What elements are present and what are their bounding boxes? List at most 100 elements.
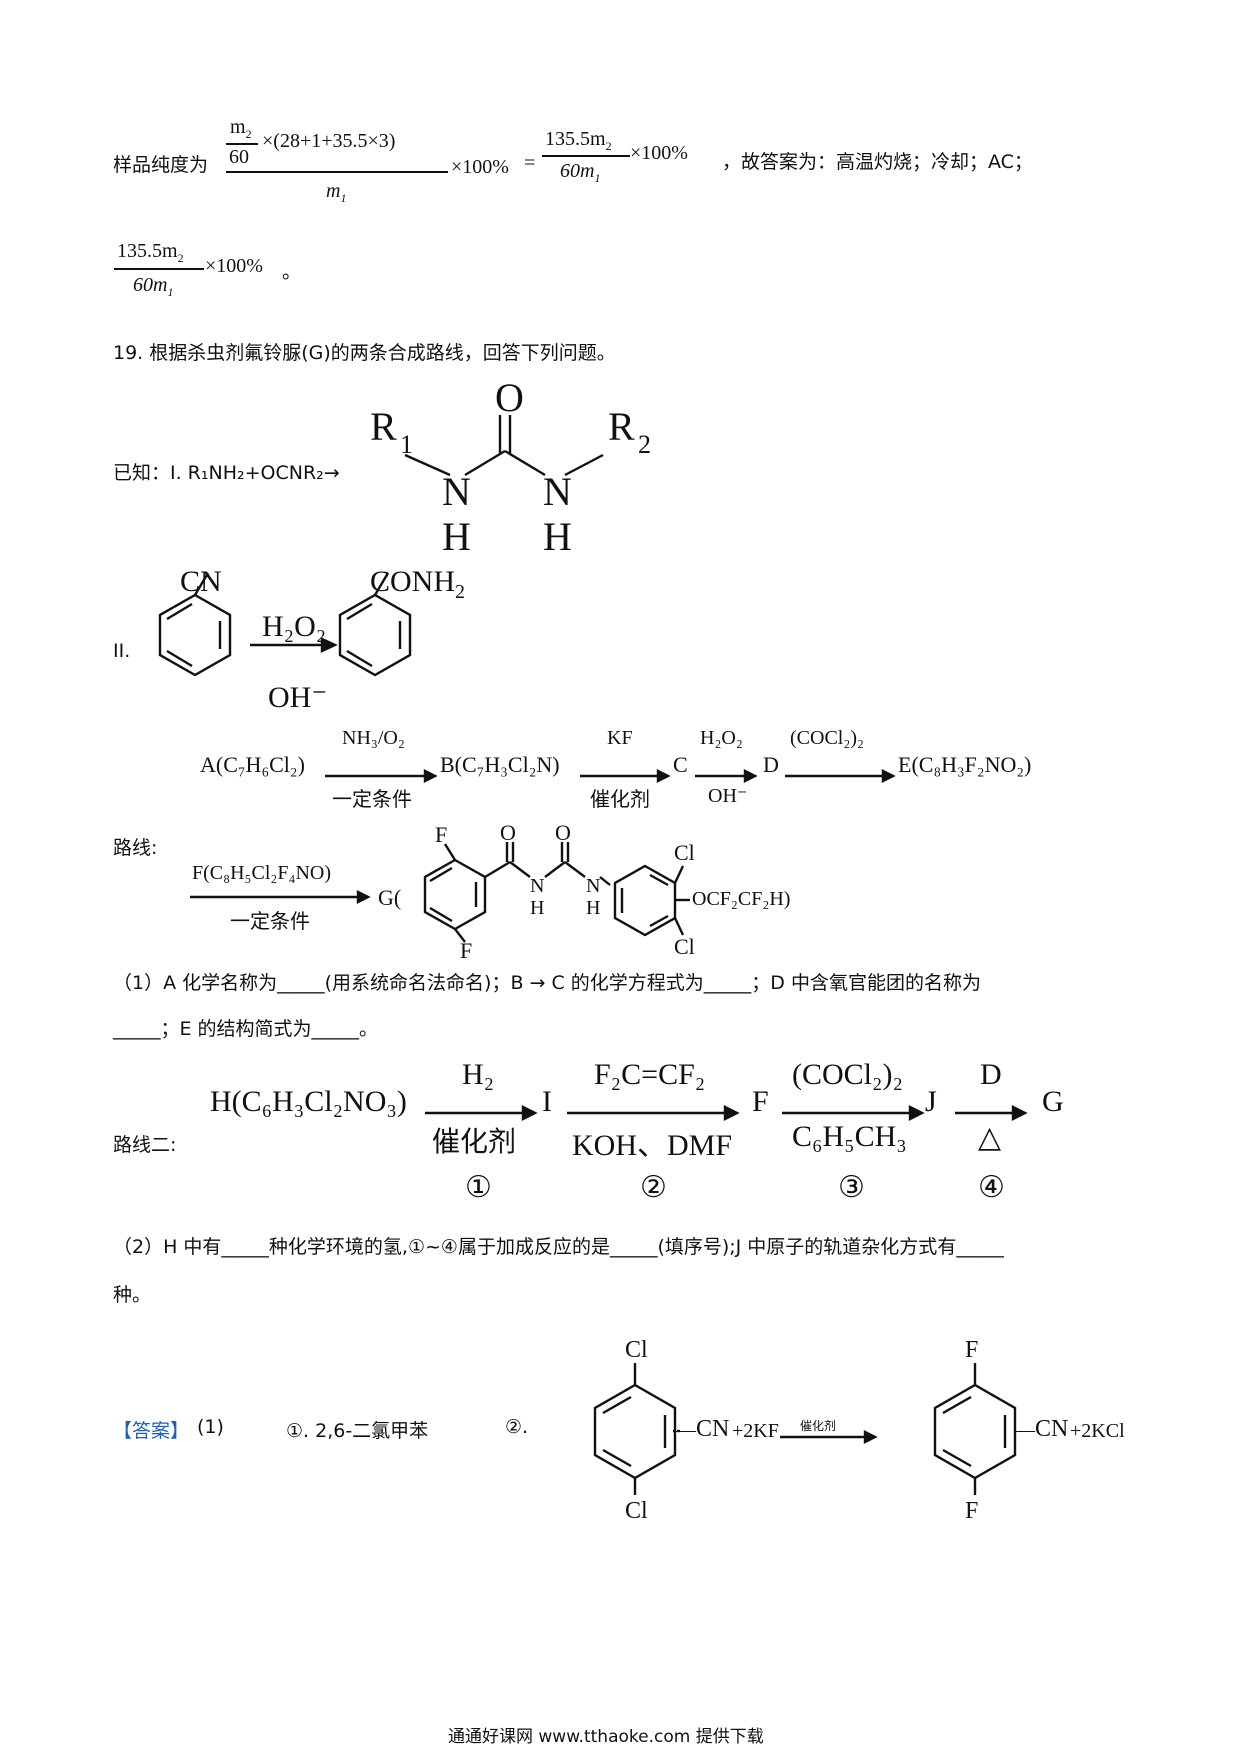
urea-r1-sub: 1 bbox=[400, 430, 413, 459]
oh-reagent: OH⁻ bbox=[268, 681, 328, 714]
urea-h2: H bbox=[543, 514, 572, 559]
step-number-2: ② bbox=[640, 1171, 667, 1204]
known-2-label: II. bbox=[113, 640, 131, 662]
inner-fraction-bar bbox=[226, 143, 258, 145]
compound-a: A(C₇H₆Cl₂) bbox=[200, 752, 305, 777]
route2-step2-bottom: KOH、DMF bbox=[572, 1129, 733, 1162]
g-side-chain: OCF₂CF₂H) bbox=[692, 888, 791, 910]
repeat-times-100: ×100% bbox=[205, 255, 263, 277]
g-oxygen-2: O bbox=[555, 820, 571, 845]
route-label: 路线: bbox=[113, 837, 158, 859]
result-denominator: 60m1 bbox=[560, 160, 601, 185]
product-cn: —CN bbox=[1015, 1416, 1069, 1442]
product-fluorine-bottom: F bbox=[965, 1498, 978, 1524]
step-number-4: ④ bbox=[978, 1171, 1005, 1204]
times-100-percent: ×100% bbox=[451, 156, 509, 178]
compound-j: J bbox=[925, 1085, 937, 1118]
urea-oxygen: O bbox=[495, 375, 524, 420]
reactant-cn: —CN bbox=[676, 1416, 730, 1442]
compound-f: F bbox=[752, 1085, 769, 1118]
repeat-fraction-bar bbox=[114, 268, 204, 270]
urea-n1: N bbox=[442, 469, 471, 514]
answer-tag: 【答案】 bbox=[113, 1420, 190, 1442]
g-nh2-h: H bbox=[586, 897, 600, 919]
answer-item-2: ②. bbox=[505, 1416, 529, 1438]
answer-part: (1) bbox=[197, 1416, 224, 1438]
footer-source: 通通好课网 www.tthaoke.com 提供下载 bbox=[448, 1727, 764, 1747]
step4-arrow bbox=[785, 769, 896, 783]
g-fluorine-top: F bbox=[435, 822, 447, 847]
step5-bottom: 一定条件 bbox=[230, 909, 310, 933]
question-1-line-2: _____；E 的结构简式为_____。 bbox=[113, 1018, 379, 1040]
purity-numerator-rest: ×(28+1+35.5×3) bbox=[262, 130, 396, 152]
step3-arrow bbox=[695, 769, 758, 783]
purity-numerator-top: m2 bbox=[230, 116, 252, 141]
hexaflumuron-structure: F F O O N H N H Cl Cl bbox=[423, 820, 695, 963]
g-chlorine-bottom: Cl bbox=[674, 934, 695, 959]
compound-h: H(C₆H₃Cl₂NO₃) bbox=[210, 1085, 407, 1118]
compound-g: G bbox=[1042, 1085, 1064, 1118]
plus-2kf: +2KF bbox=[732, 1420, 779, 1442]
compound-c: C bbox=[673, 752, 688, 777]
step1-bottom: 一定条件 bbox=[332, 787, 412, 811]
step1-top: NH₃/O₂ bbox=[342, 727, 405, 749]
route2-step1-top: H₂ bbox=[462, 1058, 495, 1091]
route2-step1-arrow bbox=[425, 1105, 538, 1121]
urea-r2-sub: 2 bbox=[638, 430, 651, 459]
result-fraction-bar bbox=[542, 155, 630, 157]
compound-d: D bbox=[763, 752, 779, 777]
question-1-line-1: （1）A 化学名称为_____(用系统命名法命名)；B → C 的化学方程式为_… bbox=[113, 972, 981, 994]
reactant-chlorine-top: Cl bbox=[625, 1337, 648, 1363]
step2-bottom: 催化剂 bbox=[590, 787, 650, 811]
known-1-label: 已知：I. R₁NH₂+OCNR₂→ bbox=[113, 462, 340, 484]
answer-item-1: ①. 2,6-二氯甲苯 bbox=[286, 1420, 429, 1442]
route2-step3-bottom: C₆H₅CH₃ bbox=[792, 1120, 907, 1153]
question-19-title: 19. 根据杀虫剂氟铃脲(G)的两条合成路线，回答下列问题。 bbox=[113, 342, 616, 364]
step2-top: KF bbox=[607, 727, 633, 749]
g-nh1-n: N bbox=[530, 875, 544, 897]
urea-r1: R bbox=[370, 404, 397, 449]
plus-2kcl: +2KCl bbox=[1070, 1420, 1125, 1442]
repeat-period: 。 bbox=[282, 261, 302, 283]
catalyst-label: 催化剂 bbox=[800, 1419, 837, 1433]
step3-top: H₂O₂ bbox=[700, 727, 743, 749]
step5-arrow bbox=[190, 890, 371, 904]
route2-step4-top: D bbox=[980, 1058, 1002, 1091]
compound-i: I bbox=[542, 1085, 552, 1118]
g-nh1-h: H bbox=[530, 897, 544, 919]
g-nh2-n: N bbox=[586, 875, 600, 897]
urea-structure: O R 1 R 2 N H N H bbox=[370, 375, 651, 559]
benzonitrile-to-benzamide bbox=[158, 572, 412, 677]
route2-step2-arrow bbox=[567, 1105, 740, 1121]
fluorination-equation: Cl Cl F F bbox=[593, 1337, 1017, 1524]
result-numerator: 135.5m2 bbox=[545, 128, 612, 153]
product-fluorine-top: F bbox=[965, 1337, 978, 1363]
route2-step4-arrow bbox=[955, 1105, 1028, 1121]
step3-bottom: OH⁻ bbox=[708, 785, 748, 807]
step5-top: F(C₈H₅Cl₂F₄NO) bbox=[192, 862, 332, 884]
purity-label: 样品纯度为 bbox=[113, 154, 209, 176]
route2-step3-top: (COCl₂)₂ bbox=[792, 1058, 903, 1091]
result-times-100: ×100% bbox=[630, 142, 688, 164]
urea-h1: H bbox=[442, 514, 471, 559]
route2-step3-arrow bbox=[782, 1105, 925, 1121]
cn-group: CN bbox=[180, 565, 222, 598]
g-fluorine-bottom: F bbox=[460, 938, 472, 963]
urea-r2: R bbox=[608, 404, 635, 449]
route2-step4-bottom: △ bbox=[978, 1121, 1002, 1154]
route2-step1-bottom: 催化剂 bbox=[432, 1125, 517, 1158]
purity-numerator-60: 60 bbox=[229, 146, 249, 168]
main-fraction-bar bbox=[226, 171, 448, 173]
question-2-line-2: 种。 bbox=[113, 1284, 152, 1306]
compound-g-open: G( bbox=[378, 885, 402, 910]
repeat-denominator: 60m1 bbox=[133, 274, 174, 299]
purity-denominator: m1 bbox=[326, 180, 347, 205]
reactant-chlorine-bottom: Cl bbox=[625, 1498, 648, 1524]
step2-arrow bbox=[580, 769, 671, 783]
repeat-numerator: 135.5m2 bbox=[117, 240, 184, 265]
compound-b: B(C₇H₃Cl₂N) bbox=[440, 752, 560, 777]
compound-e: E(C₈H₃F₂NO₂) bbox=[898, 752, 1032, 777]
g-chlorine-top: Cl bbox=[674, 840, 695, 865]
g-oxygen-1: O bbox=[500, 820, 516, 845]
conh2-group: CONH2 bbox=[370, 565, 466, 603]
